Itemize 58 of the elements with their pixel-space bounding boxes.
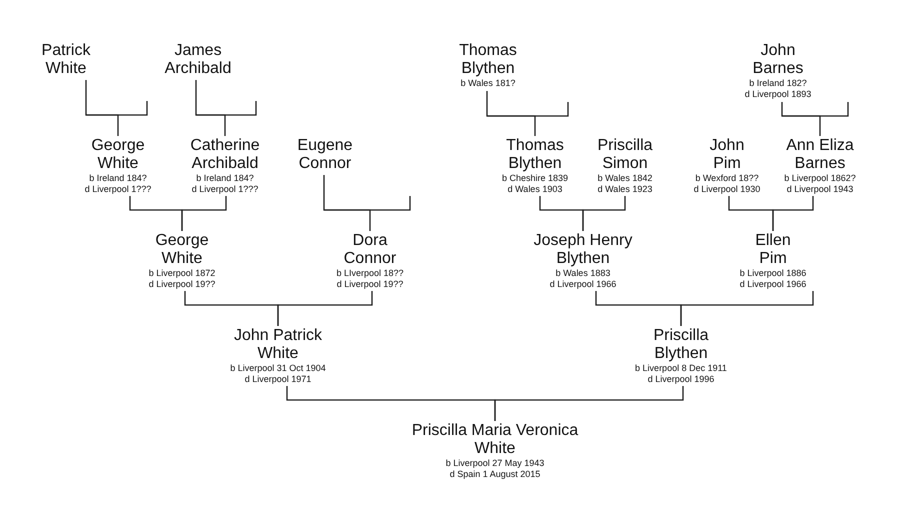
- person-name: Dora Connor: [342, 232, 398, 268]
- life-dates: d Liverpool 1930: [694, 184, 760, 195]
- life-dates: d Liverpool 1966: [550, 279, 616, 290]
- life-dates: d Liverpool 1943: [786, 184, 854, 195]
- life-dates: b Liverpool 27 May 1943: [446, 458, 544, 469]
- life-dates: b Liverpool 1872: [148, 268, 216, 279]
- life-dates: b Liverpool 1862?: [784, 173, 856, 184]
- person-name: Joseph Henry Blythen: [532, 232, 634, 268]
- life-dates: b Ireland 184?: [196, 173, 254, 184]
- life-dates: b Ireland 182?: [749, 78, 807, 89]
- life-dates: b Wales 1883: [556, 268, 610, 279]
- family-line: [772, 196, 814, 231]
- person-name: Catherine Archibald: [189, 137, 261, 173]
- life-dates: d Liverpool 1996: [648, 374, 714, 385]
- life-dates: b Liverpool 31 Oct 1904: [230, 363, 326, 374]
- life-dates: d Liverpool 1893: [744, 89, 812, 100]
- family-line: [181, 196, 227, 231]
- person-name: Priscilla Blythen: [652, 327, 710, 363]
- life-dates: b Liverpool 1886: [740, 268, 806, 279]
- life-dates: b LIverpool 18??: [336, 268, 404, 279]
- life-dates: d Liverpool 1???: [192, 184, 258, 195]
- life-dates: d Spain 1 August 2015: [450, 469, 540, 480]
- life-dates: b Wexford 18??: [695, 173, 759, 184]
- family-line: [582, 196, 626, 231]
- person-name: Eugene Connor: [296, 137, 354, 173]
- person-name: Priscilla Simon: [596, 137, 654, 173]
- life-dates: b Cheshire 1839: [502, 173, 568, 184]
- life-dates: b Ireland 184?: [89, 173, 147, 184]
- life-dates: d Wales 1903: [508, 184, 562, 195]
- person-name: John Pim: [708, 137, 746, 173]
- family-line: [323, 175, 371, 231]
- person-name: George White: [154, 232, 210, 268]
- life-dates: d Liverpool 1???: [84, 184, 152, 195]
- family-line: [781, 102, 821, 136]
- life-dates: d Liverpool 19??: [336, 279, 404, 290]
- person-name: John Barnes: [752, 42, 804, 78]
- person-name: Ann Eliza Barnes: [785, 137, 855, 173]
- person-name: Patrick White: [40, 42, 92, 78]
- person-name: James Archibald: [164, 42, 232, 78]
- person-name: John Patrick White: [232, 327, 324, 363]
- life-dates: b Wales 1842: [598, 173, 652, 184]
- person-name: Ellen Pim: [754, 232, 792, 268]
- life-dates: d Liverpool 1966: [740, 279, 806, 290]
- person-name: Priscilla Maria Veronica White: [410, 422, 580, 458]
- family-line: [85, 80, 119, 136]
- family-line: [494, 386, 684, 421]
- life-dates: d Wales 1923: [598, 184, 652, 195]
- family-line: [486, 91, 536, 136]
- family-line: [277, 291, 373, 326]
- life-dates: b Liverpool 8 Dec 1911: [635, 363, 727, 374]
- person-name: Thomas Blythen: [458, 42, 518, 78]
- family-line: [680, 291, 814, 326]
- person-name: Thomas Blythen: [505, 137, 565, 173]
- life-dates: b Wales 181?: [460, 78, 516, 89]
- person-name: George White: [90, 137, 146, 173]
- life-dates: d Liverpool 1971: [244, 374, 312, 385]
- family-line: [195, 80, 226, 136]
- life-dates: d Liverpool 19??: [148, 279, 216, 290]
